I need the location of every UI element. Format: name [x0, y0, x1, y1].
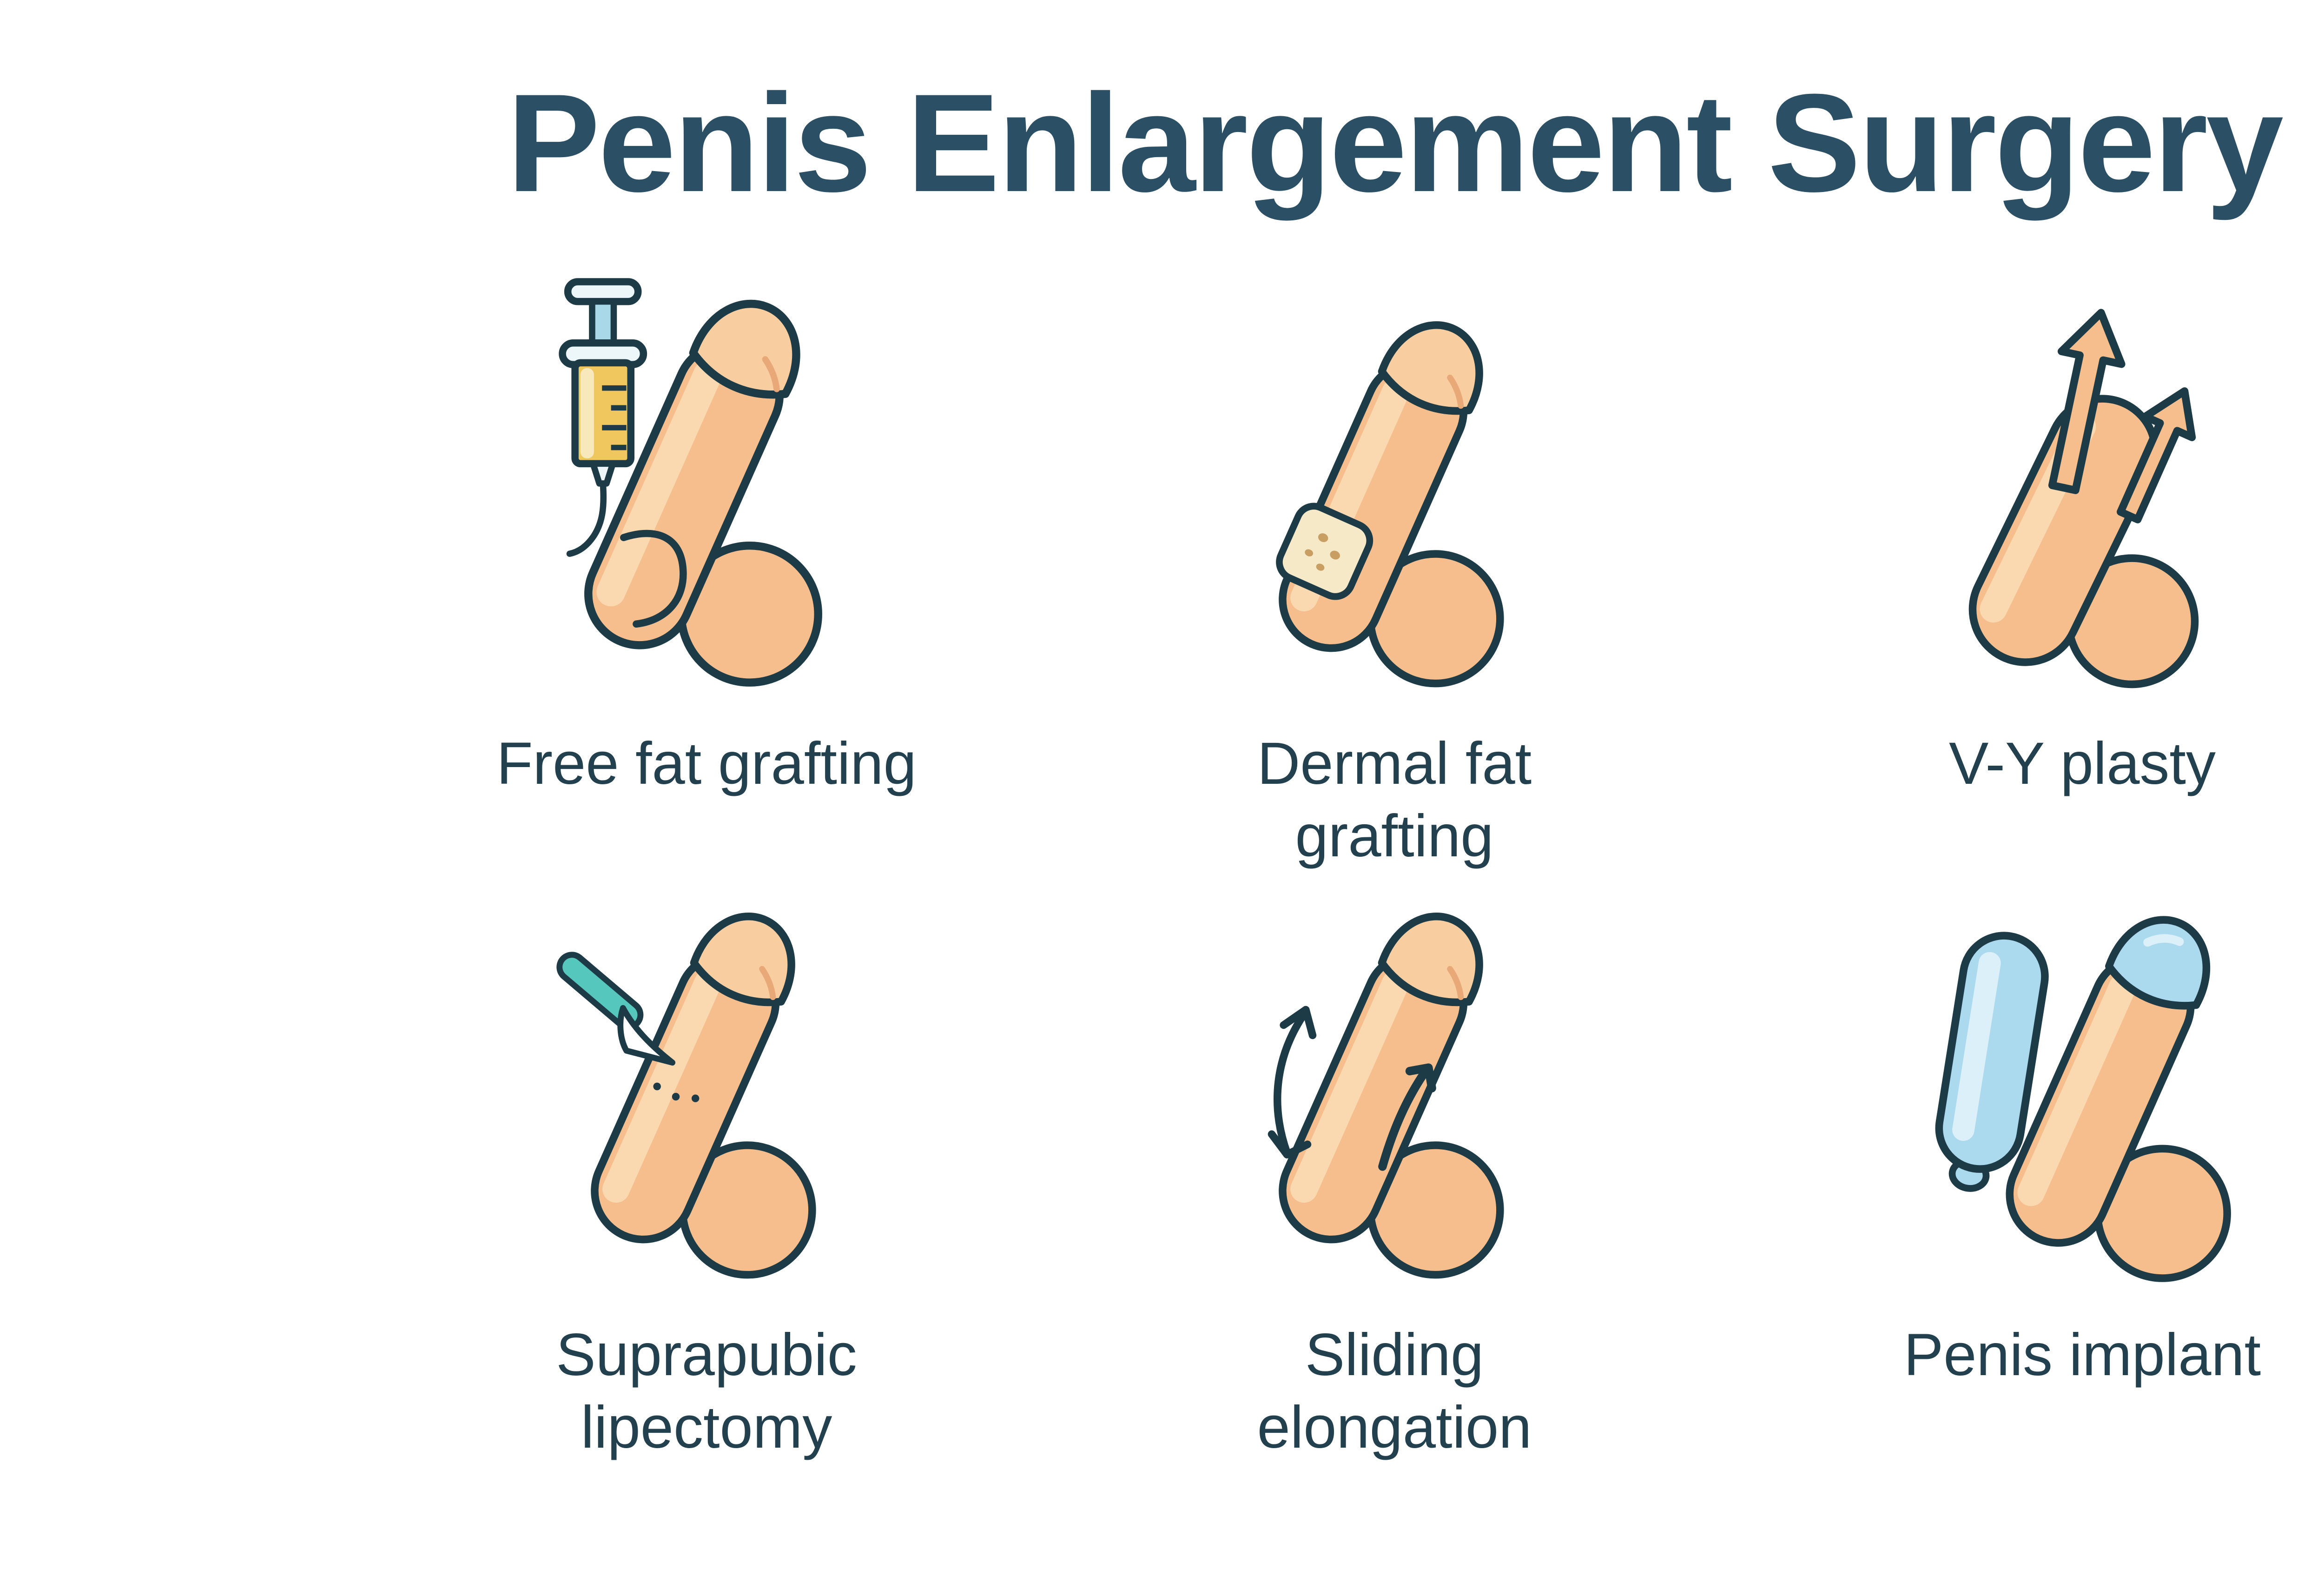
- penis-illustration: [1279, 913, 1504, 1279]
- scalpel-icon: [556, 952, 676, 1066]
- procedure-label: V-Y plasty: [1949, 730, 2216, 797]
- free-fat-grafting-illustration: [559, 278, 822, 687]
- penis-illustration: [584, 299, 822, 687]
- implant-glans: [2105, 916, 2211, 1010]
- procedure-card-free-fat-grafting: Free fat grafting: [367, 267, 1046, 873]
- implant-icon: [1935, 932, 2049, 1192]
- v-y-plasty-illustration: [1968, 309, 2199, 689]
- procedure-label: Suprapubic lipectomy: [556, 1322, 857, 1461]
- vy-arrows-icon: [2048, 309, 2196, 523]
- suprapubic-lipectomy-illustration: [556, 913, 816, 1279]
- sliding-arrows-icon: [1268, 1006, 1436, 1171]
- dermal-fat-grafting-illustration: [1276, 321, 1504, 688]
- procedure-grid: Free fat grafting: [0, 267, 2324, 1464]
- penis-illustration: [1276, 321, 1504, 688]
- penis-illustration: [591, 913, 816, 1279]
- procedure-label: Sliding elongation: [1257, 1322, 1532, 1461]
- procedure-label: Penis implant: [1903, 1322, 2261, 1389]
- penis-implant-illustration: [1935, 916, 2231, 1283]
- procedure-card-dermal-fat-grafting: Dermal fat grafting: [1055, 267, 1734, 873]
- procedure-card-suprapubic-lipectomy: Suprapubic lipectomy: [367, 882, 1046, 1464]
- page-title: Penis Enlargement Surgery: [507, 65, 2284, 221]
- procedure-label: Dermal fat grafting: [1257, 730, 1532, 870]
- grid-row-1: Free fat grafting: [367, 267, 2324, 873]
- syringe-icon: [559, 278, 647, 557]
- procedure-card-penis-implant: Penis implant: [1743, 882, 2324, 1464]
- procedure-label: Free fat grafting: [496, 730, 917, 797]
- sliding-elongation-illustration: [1268, 913, 1504, 1279]
- procedure-card-v-y-plasty: V-Y plasty: [1743, 267, 2324, 873]
- penis-illustration: [2006, 916, 2231, 1283]
- grid-row-2: Suprapubic lipectomy: [367, 882, 2324, 1464]
- graft-patch-icon: [1276, 503, 1373, 600]
- procedure-card-sliding-elongation: Sliding elongation: [1055, 882, 1734, 1464]
